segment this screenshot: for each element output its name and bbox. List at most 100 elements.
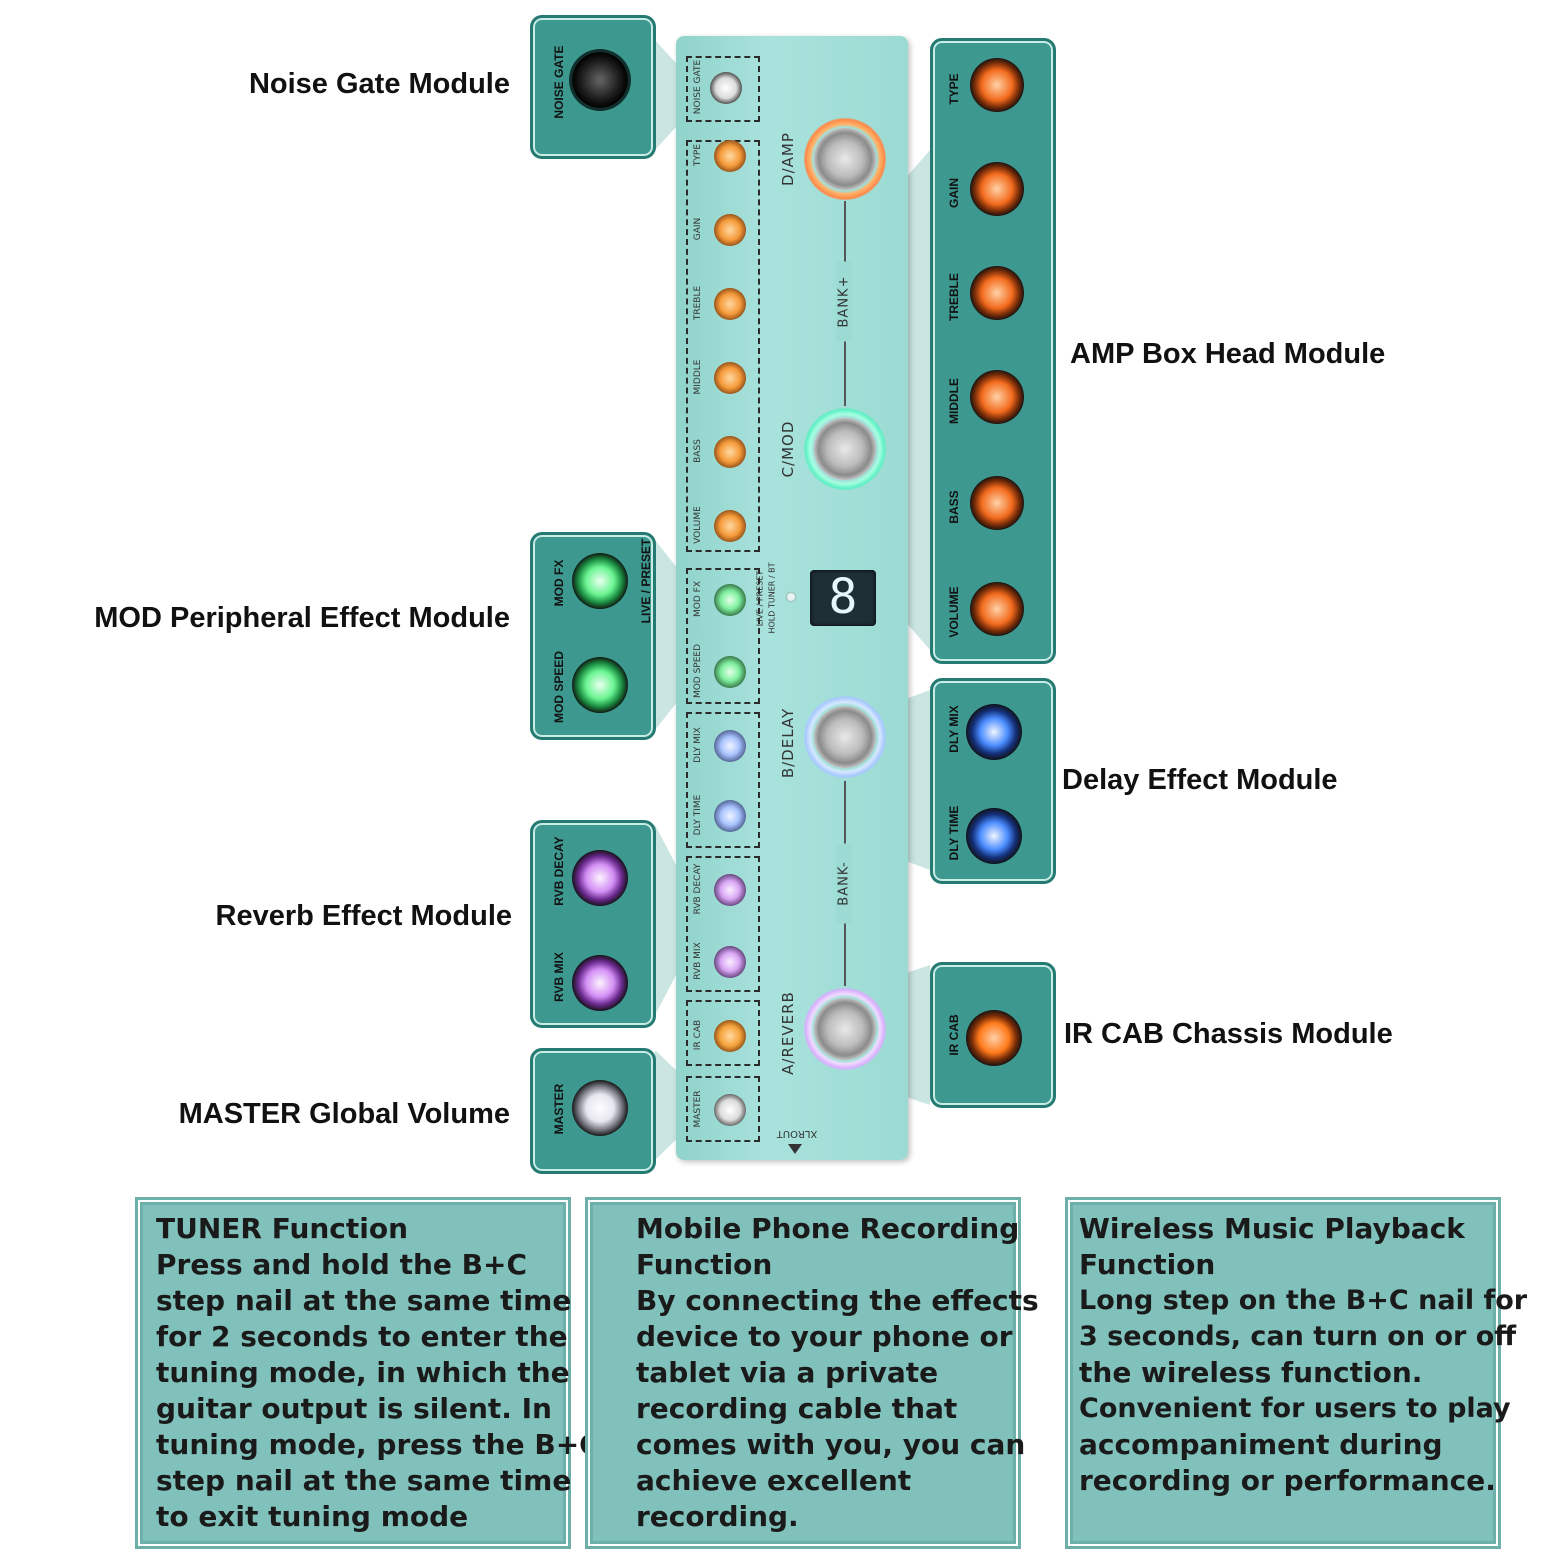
pedal-knob-master[interactable]: [714, 1094, 746, 1126]
wireless-info-line-1: Function: [1079, 1248, 1216, 1281]
amp-zoom-knob-volume: [970, 582, 1024, 636]
noise-gate-zoom-label: NOISE GATE: [552, 45, 566, 119]
pedal-label-dly-time: DLY TIME: [693, 794, 703, 836]
pedal-knob-type[interactable]: [714, 140, 746, 172]
pedal-knob-treble[interactable]: [714, 288, 746, 320]
reverb-zoom-knob-mix: [572, 955, 628, 1011]
reverb-zoom-label-decay: RVB DECAY: [552, 836, 566, 906]
recording-info-line-2: By connecting the effects: [636, 1284, 1039, 1317]
tuner-info-box: [135, 1197, 571, 1549]
delay-zoom-knob-time: [966, 808, 1022, 864]
pedal-knob-ir-cab[interactable]: [714, 1020, 746, 1052]
noise-gate-zoom-knob: [572, 52, 628, 108]
pedal-knob-mod-speed[interactable]: [714, 656, 746, 688]
ircab-group: [686, 1000, 760, 1066]
amp-zoom-label-middle: MIDDLE: [947, 378, 961, 424]
pedal-knob-mod-fx[interactable]: [714, 584, 746, 616]
master-zoom-label: MASTER: [552, 1083, 566, 1135]
delay-zoom-label-time: DLY TIME: [947, 805, 961, 861]
label-b-delay: B/DELAY: [779, 707, 797, 779]
amp-zoom-label-treble: TREBLE: [947, 273, 961, 321]
pedal-knob-bass[interactable]: [714, 436, 746, 468]
amp-zoom-knob-treble: [970, 266, 1024, 320]
pedal-knob-volume[interactable]: [714, 510, 746, 542]
delay-zoom-knob-mix: [966, 704, 1022, 760]
tuner-info-line-5: guitar output is silent. In: [156, 1392, 552, 1425]
footswitch-a-reverb[interactable]: [814, 998, 876, 1060]
delay-group: [686, 712, 760, 848]
tuner-info-line-1: Press and hold the B+C: [156, 1248, 527, 1281]
callout-mod: MOD Peripheral Effect Module: [94, 602, 510, 634]
pedal-label-bass: BASS: [693, 439, 703, 463]
footswitch-b-delay[interactable]: [814, 706, 876, 768]
amp-zoom-knob-middle: [970, 370, 1024, 424]
wireless-info-line-0: Wireless Music Playback: [1079, 1212, 1465, 1245]
recording-info-line-6: comes with you, you can: [636, 1428, 1026, 1461]
ircab-zoom-knob: [966, 1010, 1022, 1066]
recording-info-line-3: device to your phone or: [636, 1320, 1013, 1353]
amp-zoom-label-gain: GAIN: [947, 178, 961, 208]
amp-zoom-knob-gain: [970, 162, 1024, 216]
mod-zoom-knob-fx: [572, 553, 628, 609]
amp-zoom-label-type: TYPE: [947, 73, 961, 105]
reverb-zoom-label-mix: RVB MIX: [552, 952, 566, 1002]
mod-zoom-knob-speed: [572, 657, 628, 713]
callout-ircab: IR CAB Chassis Module: [1064, 1018, 1393, 1050]
pedal-label-mod-speed: MOD SPEED: [693, 643, 703, 699]
pedal-label-volume: VOLUME: [693, 506, 703, 544]
master-group: [686, 1076, 760, 1142]
pedal-knob-rvb-decay[interactable]: [714, 874, 746, 906]
pedal-knob-dly-mix[interactable]: [714, 730, 746, 762]
callout-delay: Delay Effect Module: [1062, 764, 1338, 796]
amp-zoom-label-bass: BASS: [947, 490, 961, 524]
wireless-info-line-7: recording or performance.: [1079, 1464, 1496, 1497]
callout-amp: AMP Box Head Module: [1070, 338, 1386, 370]
callout-reverb: Reverb Effect Module: [215, 900, 513, 932]
recording-info-line-8: recording.: [636, 1500, 799, 1533]
display-digit: 8: [828, 569, 858, 625]
mod-zoom-label-speed: MOD SPEED: [552, 651, 566, 724]
pedal-knob-noise-gate[interactable]: [710, 72, 742, 104]
pedal-label-ir-cab: IR CAB: [693, 1019, 703, 1051]
tuner-info-line-2: step nail at the same time: [156, 1284, 572, 1317]
pedal-knob-gain[interactable]: [714, 214, 746, 246]
callout-noise-gate: Noise Gate Module: [248, 68, 510, 100]
reverb-group: [686, 856, 760, 992]
pedal-label-noise-gate: NOISE GATE: [693, 59, 703, 115]
recording-info-line-5: recording cable that: [636, 1392, 958, 1425]
pedal-label-rvb-decay: RVB DECAY: [693, 863, 703, 915]
wireless-info-line-6: accompaniment during: [1079, 1428, 1443, 1461]
tuner-info-line-8: to exit tuning mode: [156, 1500, 469, 1533]
xlrout-arrow-icon: [788, 1144, 802, 1154]
pedal-knob-dly-time[interactable]: [714, 800, 746, 832]
recording-info-box: [585, 1197, 1021, 1549]
wireless-info-line-5: Convenient for users to play: [1079, 1393, 1511, 1424]
mod-group: [686, 568, 760, 704]
wireless-info-line-2: Long step on the B+C nail for: [1079, 1285, 1528, 1316]
live-preset-label: LIVE / PRESET: [755, 570, 765, 627]
pedal-label-master: MASTER: [693, 1090, 703, 1128]
mod-zoom-label-fx: MOD FX: [552, 559, 566, 607]
ircab-zoom-label: IR CAB: [947, 1014, 961, 1056]
pedal-knob-middle[interactable]: [714, 362, 746, 394]
wireless-info-line-4: the wireless function.: [1079, 1356, 1423, 1389]
pedal-knob-rvb-mix[interactable]: [714, 946, 746, 978]
tuner-info-line-4: tuning mode, in which the: [156, 1356, 570, 1389]
footswitch-d-amp[interactable]: [814, 128, 876, 190]
recording-info-line-1: Function: [636, 1248, 773, 1281]
recording-info-line-0: Mobile Phone Recording: [636, 1212, 1020, 1245]
amp-zoom: [930, 38, 1056, 664]
wireless-info-line-3: 3 seconds, can turn on or off: [1079, 1321, 1517, 1352]
wireless-info-box: [1065, 1197, 1501, 1549]
delay-zoom-label-mix: DLY MIX: [947, 705, 961, 753]
pedal-body: NOISE GATE TYPE GAIN TREBLE MIDDLE BASS …: [676, 36, 908, 1160]
master-zoom-knob: [572, 1080, 628, 1136]
pedal-label-middle: MIDDLE: [693, 359, 703, 395]
amp-zoom-label-volume: VOLUME: [947, 586, 961, 638]
tuner-info-line-7: step nail at the same time: [156, 1464, 572, 1497]
footswitch-c-mod[interactable]: [814, 418, 876, 480]
amp-zoom-knob-bass: [970, 476, 1024, 530]
hold-tuner-label: HOLD TUNER / BT: [767, 562, 777, 634]
amp-zoom-knob-type: [970, 58, 1024, 112]
pedal-label-rvb-mix: RVB MIX: [693, 942, 703, 980]
